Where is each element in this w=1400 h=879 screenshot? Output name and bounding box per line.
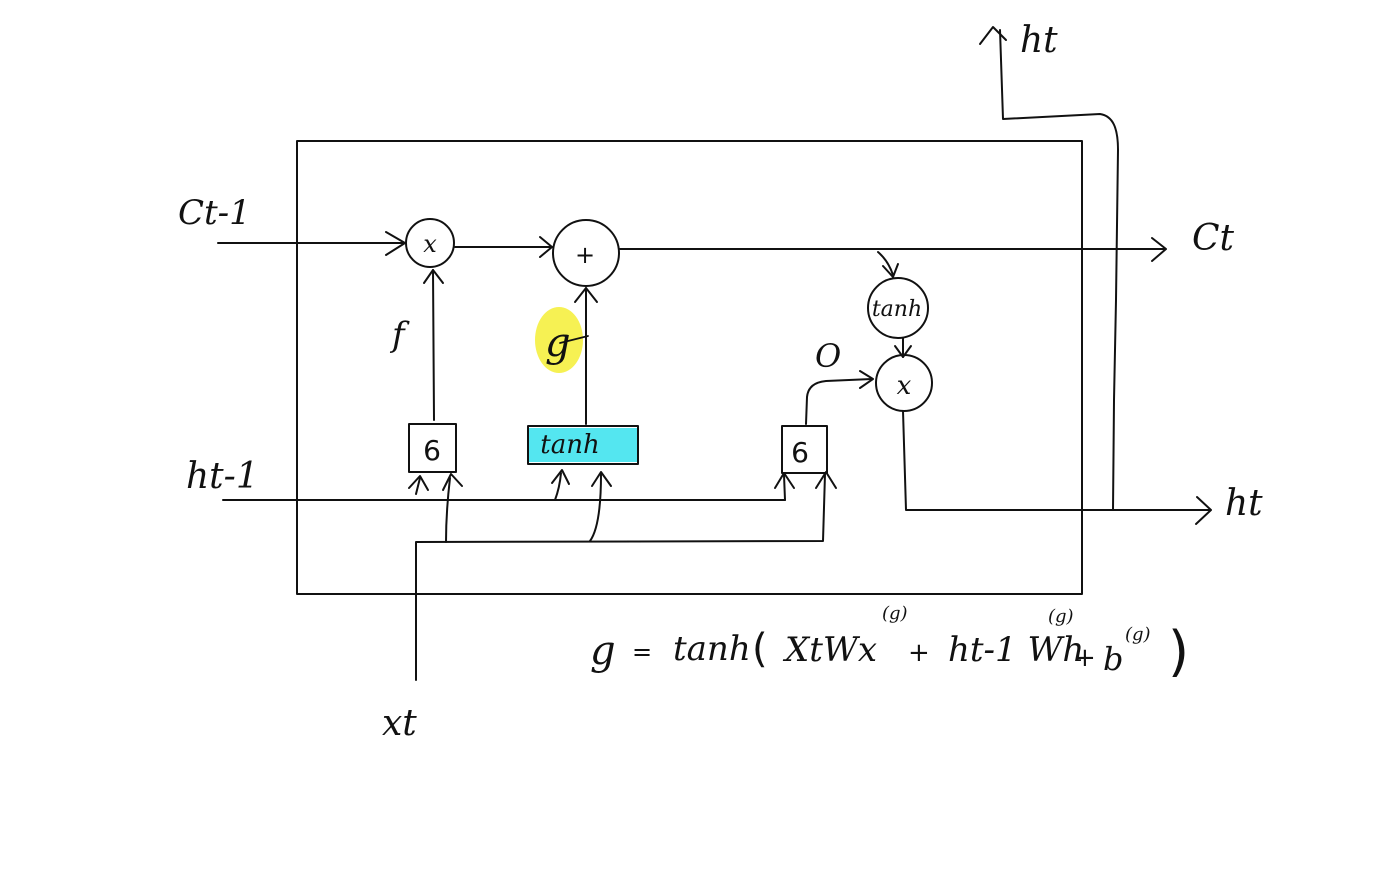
formula-h-sup: (g) [1048,606,1074,627]
c-prev-label: Ct-1 [178,193,251,233]
forget-sigma-box: 6 [408,423,457,473]
tanh-candidate-box: tanh [527,425,639,465]
h-output-label: ht [1225,483,1263,524]
formula-x-term: XtWx [782,630,877,670]
h-prev-input-line [222,469,795,501]
formula-eq: = [632,638,652,666]
h-prev-label: ht-1 [186,456,259,497]
formula-x-sup: (g) [882,603,908,624]
output-sigma-box: 6 [781,425,828,474]
forget-sigma-symbol: 6 [423,434,441,467]
tanh-box-highlight [528,428,638,462]
forget-gate-path: f [389,269,444,421]
hidden-output-paths [902,26,1212,525]
formula-h-term: ht-1 Wh [948,630,1084,670]
formula-plus-1: + [908,638,930,668]
formula-lhs: g [590,628,616,674]
formula-plus-2: + [1074,643,1096,673]
cell-tanh-node [867,277,929,339]
output-sigma-symbol: 6 [791,436,809,469]
h-output-top-label: ht [1020,20,1058,61]
formula-close-paren: ) [1168,620,1189,683]
x-input-label: xt [382,703,417,744]
cell-tanh-branch: tanh [867,251,929,358]
output-multiply-node: x [875,354,933,412]
cell-tanh-label: tanh [872,297,922,322]
formula-bias: b [1103,640,1123,678]
candidate-formula: g = tanh ( XtWx (g) + ht-1 Wh (g) + b (g… [590,603,1189,683]
tanh-candidate-label: tanh [540,430,599,460]
lstm-cell-boundary [296,140,1083,595]
forget-multiply-symbol: x [423,230,437,258]
cell-state-line [217,231,1167,262]
candidate-label: g [545,320,571,366]
forget-gate-label: f [389,315,410,355]
formula-b-sup: (g) [1125,624,1151,645]
c-output-label: Ct [1192,218,1235,259]
candidate-label-highlight [535,307,583,373]
forget-multiply-node: x [405,218,455,268]
output-multiply-symbol: x [897,371,912,401]
candidate-path: g [535,287,598,425]
output-gate-label: O [815,337,841,375]
formula-tanh: tanh [673,629,751,669]
x-input-line [415,471,837,681]
cell-add-symbol: + [575,241,595,269]
cell-add-node: + [552,219,620,287]
formula-open-paren: ( [752,626,768,672]
output-gate-path: O [805,337,874,425]
